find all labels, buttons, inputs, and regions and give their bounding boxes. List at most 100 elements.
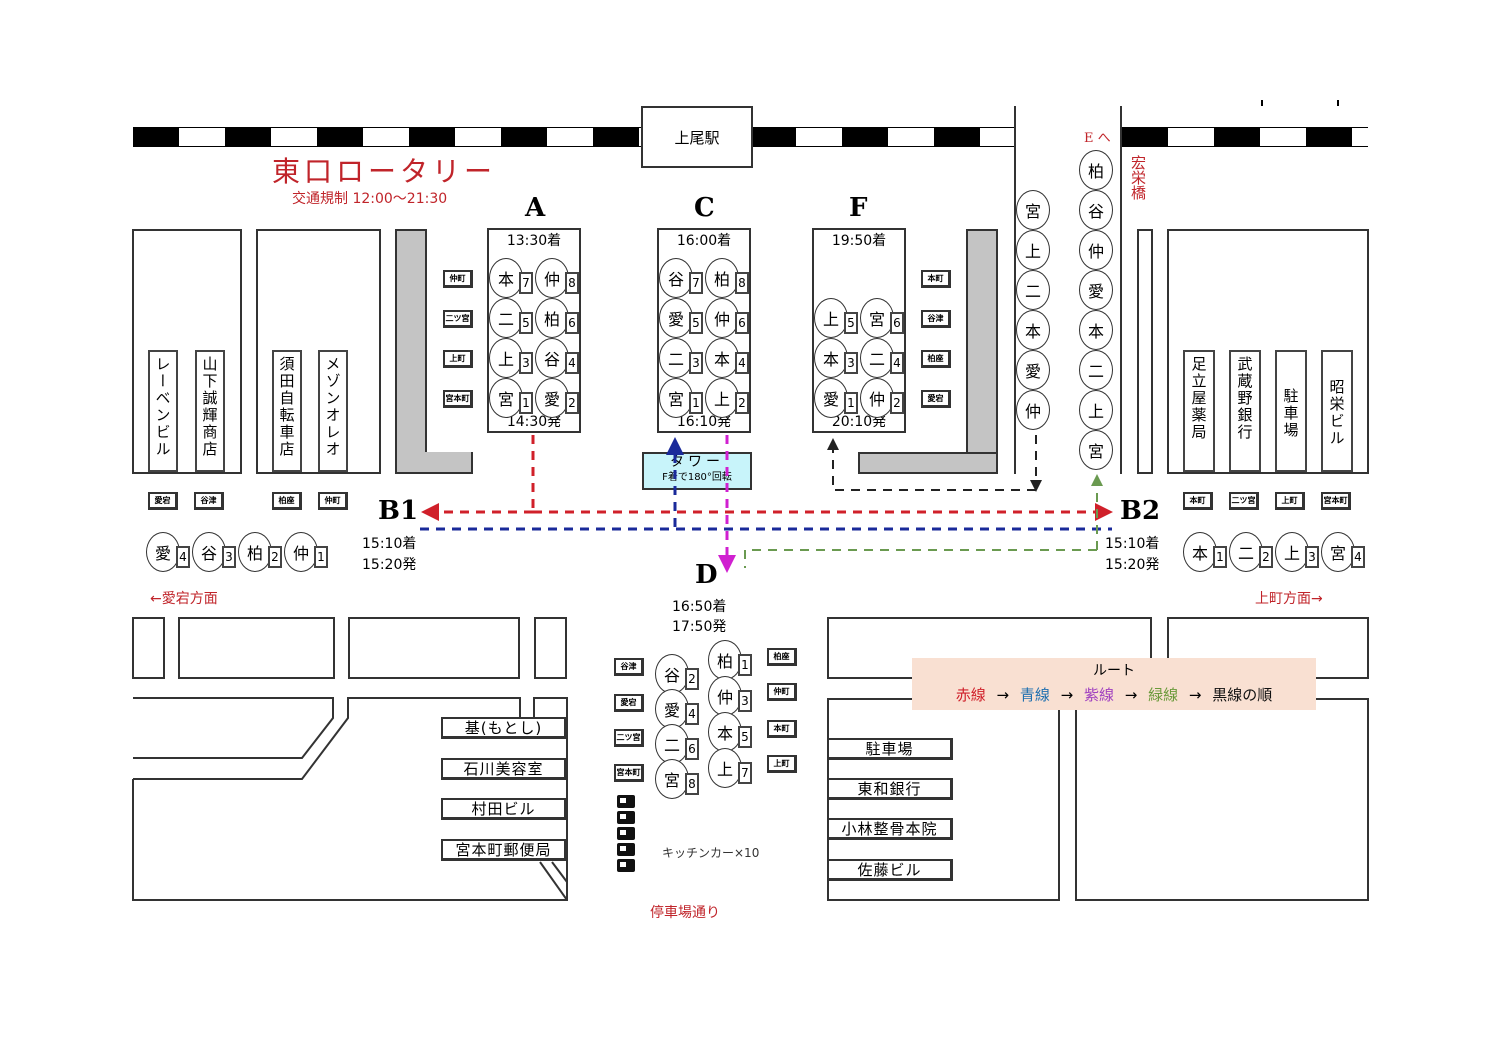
bay-d-label: D xyxy=(695,560,718,590)
traffic-restriction: 交通規制 12:00〜21:30 xyxy=(292,191,448,207)
sign-a-side: 二ツ宮 xyxy=(443,310,473,328)
sign-b2: 上町 xyxy=(1275,492,1305,510)
sign-d-right: 柏座 xyxy=(767,648,797,666)
gray-island-left-foot xyxy=(395,452,473,474)
kitchen-car-icon xyxy=(617,795,635,808)
vehicle-slot[interactable]: 柏 xyxy=(238,532,272,572)
vehicle-slot[interactable]: 谷 xyxy=(1079,190,1113,230)
sign-d-right: 本町 xyxy=(767,720,797,738)
bay-b1-arrival: 15:10着 xyxy=(362,536,417,552)
building-block xyxy=(348,617,520,679)
vehicle-slot[interactable]: 柏 xyxy=(1079,150,1113,190)
vehicle-slot[interactable]: 上 xyxy=(708,748,742,788)
building-label: 小林整骨本院 xyxy=(827,818,953,840)
sign-a-side: 仲町 xyxy=(443,270,473,288)
vehicle-slot[interactable]: 仲 xyxy=(535,258,569,298)
kitchen-car-label: キッチンカー×10 xyxy=(662,846,760,860)
vehicle-slot[interactable]: 二 xyxy=(1079,350,1113,390)
vehicle-slot[interactable]: 谷 xyxy=(655,654,689,694)
vehicle-slot[interactable]: 宮 xyxy=(1321,532,1355,572)
vehicle-slot[interactable]: 愛 xyxy=(655,689,689,729)
vehicle-slot[interactable]: 本 xyxy=(705,338,739,378)
direction-left: ←愛宕方面 xyxy=(150,591,218,607)
sign-d-left: 宮本町 xyxy=(614,764,644,782)
tower[interactable]: タワー F着で180°回転 xyxy=(642,452,752,490)
vehicle-slot[interactable]: 本 xyxy=(708,712,742,752)
vehicle-slot[interactable]: 仲 xyxy=(705,298,739,338)
vehicle-slot[interactable]: 宮 xyxy=(655,759,689,799)
building-label: 昭栄ビル xyxy=(1321,350,1353,472)
slot-number: 4 xyxy=(565,352,579,374)
slot-number: 1 xyxy=(689,392,703,414)
gray-island-right xyxy=(966,229,998,474)
bay-a-arrival: 13:30着 xyxy=(506,233,562,249)
vehicle-slot[interactable]: 柏 xyxy=(705,258,739,298)
building-label: 武蔵野銀行 xyxy=(1229,350,1261,472)
vehicle-slot[interactable]: 本 xyxy=(1183,532,1217,572)
vehicle-slot[interactable]: 二 xyxy=(1229,532,1263,572)
slot-number: 5 xyxy=(689,312,703,334)
vehicle-slot[interactable]: 仲 xyxy=(708,676,742,716)
sign-b1: 愛宕 xyxy=(148,492,178,510)
vehicle-slot[interactable]: 愛 xyxy=(1016,350,1050,390)
vehicle-slot[interactable]: 二 xyxy=(860,338,894,378)
rail-tick xyxy=(1337,100,1339,106)
vehicle-slot[interactable]: 仲 xyxy=(284,532,318,572)
slot-number: 4 xyxy=(1351,546,1365,568)
vehicle-slot[interactable]: 愛 xyxy=(814,378,848,418)
kitchen-car-icon xyxy=(617,859,635,872)
vehicle-slot[interactable]: 仲 xyxy=(860,378,894,418)
vehicle-slot[interactable]: 上 xyxy=(1079,390,1113,430)
vehicle-slot[interactable]: 宮 xyxy=(489,378,523,418)
vehicle-slot[interactable]: 谷 xyxy=(192,532,226,572)
vehicle-slot[interactable]: 上 xyxy=(1016,230,1050,270)
vehicle-slot[interactable]: 二 xyxy=(659,338,693,378)
vehicle-slot[interactable]: 宮 xyxy=(1079,430,1113,470)
route-step: 緑線 xyxy=(1148,686,1179,704)
route-step: 青線 xyxy=(1019,686,1050,704)
vehicle-slot[interactable]: 二 xyxy=(1016,270,1050,310)
vehicle-slot[interactable]: 本 xyxy=(489,258,523,298)
sign-f-side: 本町 xyxy=(921,270,951,288)
arrow-right-icon: → xyxy=(1120,686,1143,704)
slot-number: 1 xyxy=(314,546,328,568)
vehicle-slot[interactable]: 本 xyxy=(1079,310,1113,350)
vehicle-slot[interactable]: 柏 xyxy=(535,298,569,338)
building-label: 駐車場 xyxy=(1275,350,1307,472)
slot-number: 1 xyxy=(519,392,533,414)
arrow-right-icon: → xyxy=(1184,686,1207,704)
vehicle-slot[interactable]: 柏 xyxy=(708,640,742,680)
vehicle-slot[interactable]: 二 xyxy=(655,724,689,764)
gray-island-right-foot xyxy=(858,452,998,474)
vehicle-slot[interactable]: 愛 xyxy=(659,298,693,338)
vehicle-slot[interactable]: 上 xyxy=(1275,532,1309,572)
building-label: 村田ビル xyxy=(441,798,567,820)
sign-b2: 二ツ宮 xyxy=(1229,492,1259,510)
vehicle-slot[interactable]: 上 xyxy=(705,378,739,418)
building-block xyxy=(534,617,567,679)
vehicle-slot[interactable]: 二 xyxy=(489,298,523,338)
route-step: 紫線 xyxy=(1083,686,1114,704)
map-title: 東口ロータリー xyxy=(272,155,497,188)
vehicle-slot[interactable]: 上 xyxy=(489,338,523,378)
vehicle-slot[interactable]: 本 xyxy=(814,338,848,378)
vehicle-slot[interactable]: 愛 xyxy=(146,532,180,572)
vehicle-slot[interactable]: 宮 xyxy=(860,298,894,338)
vehicle-slot[interactable]: 宮 xyxy=(659,378,693,418)
sign-f-side: 谷津 xyxy=(921,310,951,328)
vehicle-slot[interactable]: 宮 xyxy=(1016,190,1050,230)
vehicle-slot[interactable]: 愛 xyxy=(535,378,569,418)
vehicle-slot[interactable]: 上 xyxy=(814,298,848,338)
vehicle-slot[interactable]: 仲 xyxy=(1016,390,1050,430)
building-label: 須田自転車店 xyxy=(272,350,302,472)
vehicle-slot[interactable]: 本 xyxy=(1016,310,1050,350)
vehicle-slot[interactable]: 愛 xyxy=(1079,270,1113,310)
building-block xyxy=(1075,698,1369,901)
slot-number: 3 xyxy=(519,352,533,374)
vehicle-slot[interactable]: 谷 xyxy=(535,338,569,378)
vehicle-slot[interactable]: 谷 xyxy=(659,258,693,298)
vehicle-slot[interactable]: 仲 xyxy=(1079,230,1113,270)
